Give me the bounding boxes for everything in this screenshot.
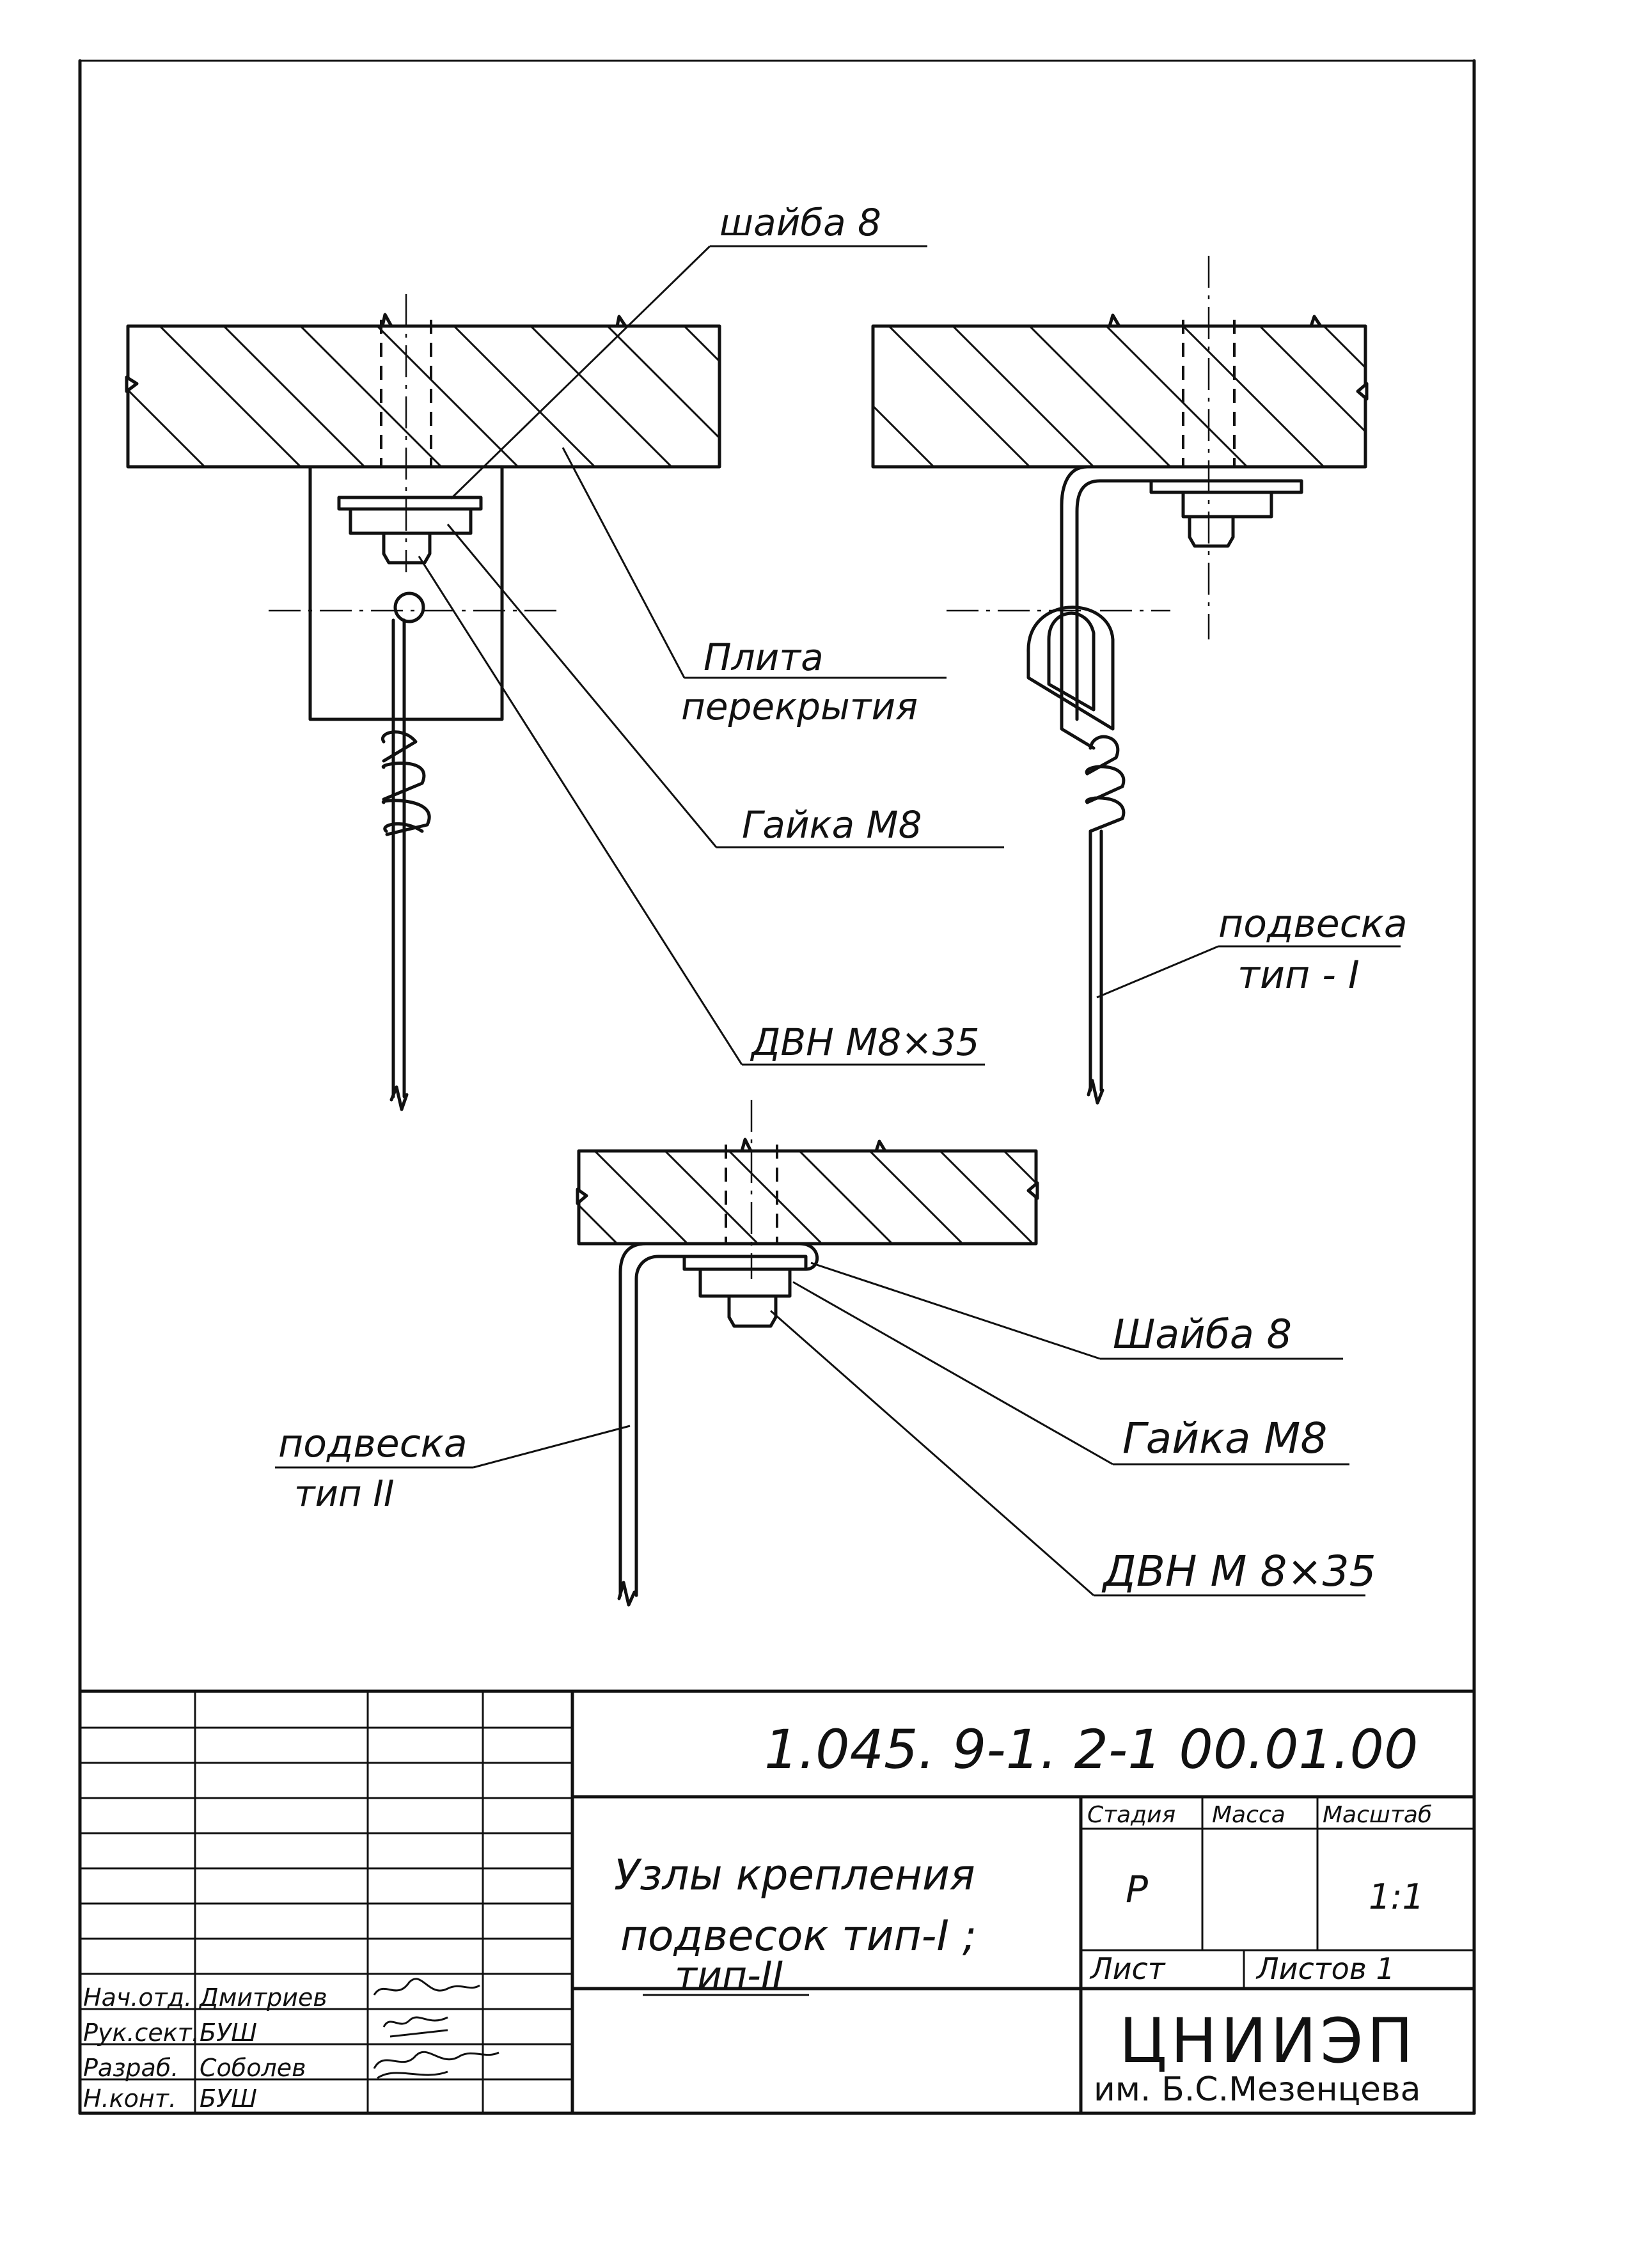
nut-1 [349, 507, 473, 535]
title-line-3: тип-II [675, 1953, 783, 1998]
hanger-bend-2 [1060, 465, 1102, 635]
detail-hanger-type-1 [871, 256, 1369, 1105]
wire-twist-2 [1085, 735, 1126, 833]
detail-hanger-type-2 [576, 1100, 1039, 1607]
label-nut-bottom: Гайка М8 [1122, 1414, 1327, 1463]
nut-2 [1181, 490, 1273, 519]
name-0: Дмитриев [198, 1983, 327, 2012]
title-block-grid [78, 1689, 1476, 2115]
role-1: Рук.сект. [83, 2019, 200, 2047]
wire-twist-1 [381, 730, 431, 836]
hanger-loop-1 [393, 591, 425, 623]
scale-value: 1:1 [1369, 1877, 1424, 1917]
role-0: Нач.отд. [83, 1983, 192, 2012]
hanger-bend-3 [618, 1242, 661, 1597]
org-sub: им. Б.С.Мезенцева [1094, 2070, 1421, 2109]
label-hanger2-type: тип II [294, 1473, 394, 1515]
doc-code: 1.045. 9-1. 2-1 00.01.00 [764, 1718, 1418, 1781]
washer-1 [337, 496, 483, 511]
label-bolt-mid: ДВН М8×35 [750, 1021, 980, 1064]
label-slab-2: перекрытия [681, 685, 918, 728]
name-3: БУШ [200, 2084, 257, 2113]
label-slab: Плита [703, 636, 824, 679]
title-line-1: Узлы крепления [614, 1850, 975, 1900]
label-bolt-bottom: ДВН М 8×35 [1101, 1547, 1376, 1596]
name-1: БУШ [200, 2019, 257, 2047]
scale-header: Масштаб [1323, 1802, 1432, 1828]
label-washer-top: шайба 8 [719, 201, 881, 244]
label-hanger1: подвеска [1218, 902, 1408, 946]
washer-3 [682, 1255, 808, 1271]
mass-header: Масса [1212, 1802, 1285, 1828]
role-3: Н.конт. [83, 2084, 177, 2113]
sheet-frame [78, 59, 1476, 2115]
name-2: Соболев [200, 2054, 306, 2082]
nut-3 [698, 1267, 792, 1298]
sheet-label: Лист [1089, 1951, 1166, 1986]
stage-header: Стадия [1087, 1802, 1175, 1828]
detail-bolt-anchor [125, 294, 721, 1111]
label-washer-bottom: Шайба 8 [1113, 1311, 1292, 1357]
signatures [373, 1978, 499, 2079]
label-nut-mid: Гайка М8 [742, 803, 922, 847]
hanger-rod-1 [391, 618, 406, 1099]
bolt-end-2 [1188, 515, 1235, 548]
bolt-end-1 [382, 531, 432, 565]
leaders-detail-1 [418, 245, 1004, 1066]
hook-loop-2 [1026, 606, 1115, 750]
plate-clip-1 [308, 465, 504, 721]
org-name: ЦНИИЭП [1119, 2005, 1417, 2077]
slab-section-3 [576, 1100, 1039, 1279]
title-line-2: подвесок тип-I ; [620, 1911, 977, 1960]
sheets-label: Листов 1 [1255, 1951, 1395, 1986]
slab-section-1 [125, 294, 721, 572]
slab-section-2 [871, 256, 1369, 639]
bolt-end-3 [727, 1294, 778, 1328]
washer-2 [1149, 479, 1303, 494]
role-2: Разраб. [83, 2054, 178, 2082]
hanger-rod-2 [1089, 829, 1103, 1092]
label-hanger2: подвеска [278, 1421, 468, 1466]
label-hanger1-type: тип - I [1238, 953, 1360, 997]
stage-value: Р [1126, 1868, 1148, 1911]
leaders-detail-2 [1096, 945, 1401, 999]
leaders-detail-3 [275, 1262, 1365, 1597]
